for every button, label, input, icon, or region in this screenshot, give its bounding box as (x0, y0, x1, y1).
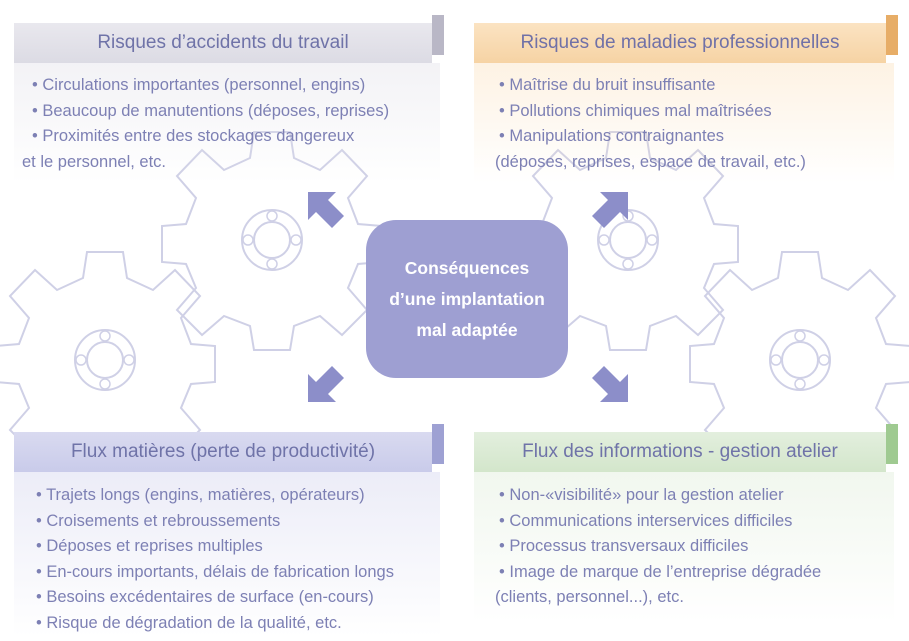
arrow-icon (308, 366, 344, 402)
list-item: • Communications interservices difficile… (499, 511, 793, 530)
list-item: • Pollutions chimiques mal maîtrisées (499, 101, 772, 120)
list-item: • Proximités entre des stockages dangere… (32, 127, 355, 145)
panel-top-right (474, 63, 894, 183)
center-line-2: d’une implantation (389, 288, 545, 309)
list-item: • Circulations importantes (personnel, e… (32, 76, 366, 94)
list-item: • Maîtrise du bruit insuffisante (499, 76, 716, 94)
list-item: et le personnel, etc. (22, 152, 167, 171)
list-maladies: • Maîtrise du bruit insuffisante • Pollu… (495, 73, 806, 175)
center-line-1: Conséquences (404, 257, 530, 278)
list-item: • Non-«visibilité» pour la gestion ateli… (499, 486, 784, 504)
title-flux-matieres: Flux matières (perte de productivité) (14, 424, 444, 472)
list-item: • Croisements et rebroussements (36, 511, 281, 530)
arrow-icon (592, 366, 628, 402)
list-item: • Beaucoup de manutentions (déposes, rep… (32, 101, 390, 120)
panel-bottom-right (474, 472, 894, 622)
arrow-icon (308, 192, 344, 228)
title-accidents-du-travail: Risques d’accidents du travail (14, 15, 444, 63)
list-item: • Déposes et reprises multiples (36, 537, 263, 555)
center-line-3: mal adaptée (416, 319, 518, 340)
title-flux-informations: Flux des informations - gestion atelier (474, 424, 898, 472)
list-item: • En-cours importants, délais de fabrica… (36, 562, 394, 581)
panel-top-left (14, 63, 440, 183)
arrow-icon (592, 192, 628, 228)
list-item: • Risque de dégradation de la qualité, e… (36, 613, 342, 632)
list-item: • Image de marque de l’entreprise dégrad… (499, 562, 822, 581)
list-item: (déposes, reprises, espace de travail, e… (495, 152, 806, 171)
list-item: • Trajets longs (engins, matières, opéra… (36, 486, 365, 504)
title-maladies-professionnelles: Risques de maladies professionnelles (474, 15, 898, 63)
list-item: • Processus transversaux difficiles (499, 537, 749, 555)
list-accidents: • Circulations importantes (personnel, e… (22, 73, 390, 175)
panel-bottom-left (14, 472, 440, 637)
list-flux-matieres: • Trajets longs (engins, matières, opéra… (36, 483, 394, 636)
list-flux-informations: • Non-«visibilité» pour la gestion ateli… (495, 483, 822, 611)
center-consequences-box: Conséquences d’une implantation mal adap… (366, 220, 568, 378)
list-item: • Besoins excédentaires de surface (en-c… (36, 588, 374, 606)
list-item: (clients, personnel...), etc. (495, 588, 684, 606)
list-item: • Manipulations contraignantes (499, 127, 724, 145)
